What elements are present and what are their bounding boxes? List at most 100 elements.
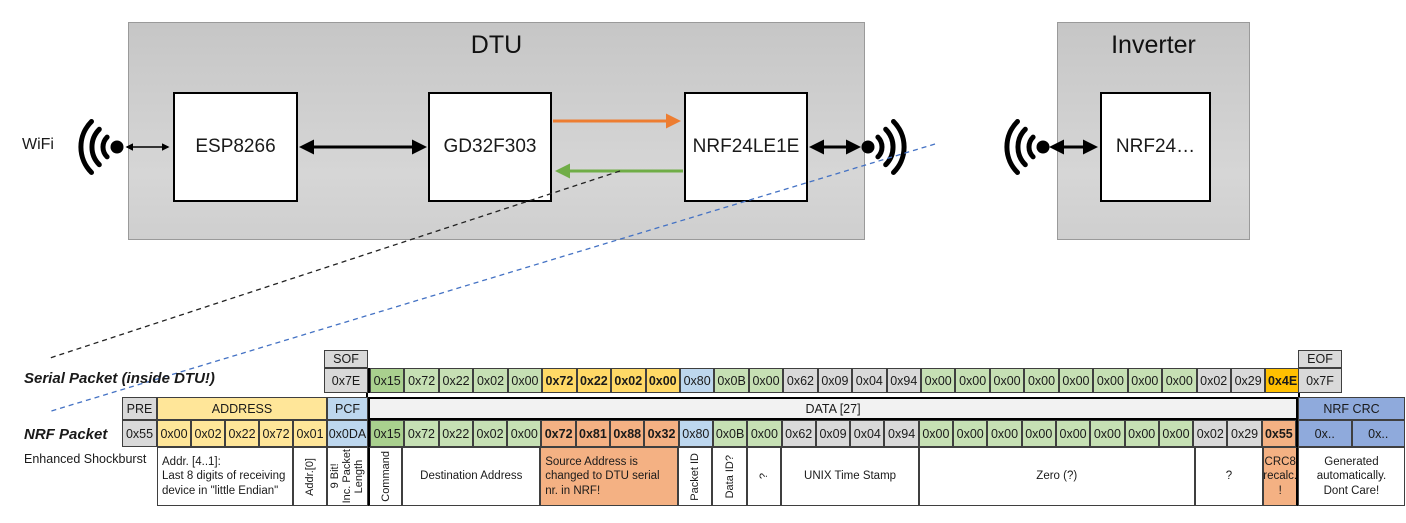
annotation-packet-id: Packet ID	[677, 447, 713, 506]
chip-esp8266: ESP8266	[173, 92, 298, 202]
eof-header: EOF	[1298, 350, 1342, 368]
nrf-header-row: PRE ADDRESS PCF DATA [27] NRF CRC	[122, 397, 1405, 420]
annotation-question-small: ?	[746, 447, 782, 506]
annotation-address-main: Addr. [4..1]: Last 8 digits of receiving…	[157, 447, 293, 506]
wifi-icon	[78, 119, 124, 175]
serial-byte-cell: 0x00	[1024, 368, 1059, 393]
serial-byte-cell: 0x00	[1093, 368, 1128, 393]
serial-byte-cell: 0x22	[438, 368, 474, 393]
serial-packet-label: Serial Packet (inside DTU!)	[24, 370, 215, 387]
nrf-crc-cell: 0x..	[1298, 420, 1352, 447]
nrf-byte-cell: 0x00	[953, 420, 988, 447]
annotation-pcf: 9 Bit! Inc. Packet Length	[327, 447, 368, 506]
annotation-source-address: Source Address is changed to DTU serial …	[540, 447, 678, 506]
nrf-byte-cell: 0x04	[850, 420, 885, 447]
annotation-crc-generated: Generated automatically. Dont Care!	[1297, 447, 1405, 506]
annotation-question-wide: ?	[1194, 447, 1264, 506]
pre-header: PRE	[122, 397, 157, 420]
nrf-byte-cell: 0x29	[1227, 420, 1262, 447]
pcf-header: PCF	[327, 397, 368, 420]
annotation-command: Command	[368, 447, 403, 506]
serial-byte-cell: 0x15	[370, 368, 405, 393]
serial-byte-cell: 0x00	[955, 368, 990, 393]
data-header: DATA [27]	[368, 397, 1298, 420]
nrf-byte-cell: 0x80	[678, 420, 713, 447]
nrf-crc-cell: 0x..	[1351, 420, 1405, 447]
nrf-annotation-row: Addr. [4..1]: Last 8 digits of receiving…	[157, 447, 1405, 506]
antenna-icon-inverter	[1004, 119, 1050, 175]
nrf-byte-cell: 0x09	[815, 420, 851, 447]
serial-byte-cell: 0x00	[1127, 368, 1163, 393]
serial-byte-cell: 0x80	[679, 368, 715, 393]
serial-byte-cell: 0x4E	[1265, 368, 1300, 393]
nrf-crc-header: NRF CRC	[1298, 397, 1405, 420]
nrf-address-cell: 0x22	[225, 420, 259, 447]
nrf-address-cell: 0x02	[191, 420, 225, 447]
nrf-byte-cell: 0x0B	[712, 420, 748, 447]
sof-header: SOF	[324, 350, 368, 368]
serial-byte-cell: 0x22	[576, 368, 612, 393]
serial-byte-cell: 0x09	[817, 368, 853, 393]
serial-byte-cell: 0x00	[1162, 368, 1197, 393]
nrf-address-cell: 0x01	[293, 420, 327, 447]
annotation-data-id: Data ID?	[712, 447, 747, 506]
serial-byte-cell: 0x29	[1230, 368, 1266, 393]
annotation-destination-address: Destination Address	[402, 447, 541, 506]
nrf-packet-label: NRF Packet	[24, 426, 108, 443]
nrf-byte-cell: 0x00	[1021, 420, 1056, 447]
nrf-byte-cell: 0x02	[472, 420, 508, 447]
serial-byte-cell: 0x00	[921, 368, 956, 393]
pcf-value: 0x0DA	[327, 420, 368, 447]
serial-byte-cell: 0x02	[1196, 368, 1231, 393]
nrf-address-cell: 0x00	[157, 420, 191, 447]
serial-byte-cell: 0x02	[611, 368, 646, 393]
serial-byte-cell: 0x0B	[714, 368, 749, 393]
nrf-byte-cell: 0x00	[507, 420, 542, 447]
nrf-byte-cell: 0x32	[644, 420, 679, 447]
serial-byte-cell: 0x04	[852, 368, 887, 393]
serial-byte-cell: 0x94	[886, 368, 921, 393]
nrf-byte-cell: 0x00	[1124, 420, 1159, 447]
serial-byte-cell: 0x72	[542, 368, 577, 393]
dtu-title: DTU	[470, 31, 523, 59]
nrf-address-cell: 0x72	[259, 420, 293, 447]
chip-nrf24-inverter: NRF24…	[1100, 92, 1211, 202]
serial-byte-cell: 0x62	[783, 368, 818, 393]
nrf-byte-cell: 0x81	[575, 420, 611, 447]
pre-value: 0x55	[122, 420, 157, 447]
serial-byte-cell: 0x00	[748, 368, 784, 393]
chip-nrf24le1e: NRF24LE1E	[684, 92, 808, 202]
nrf-crc-cells: 0x..0x..	[1298, 420, 1405, 447]
serial-byte-cell: 0x00	[645, 368, 680, 393]
annotation-zero: Zero (?)	[918, 447, 1195, 506]
nrf-byte-cell: 0x88	[610, 420, 645, 447]
nrf-byte-cell: 0x00	[1055, 420, 1091, 447]
annotation-addr0: Addr.[0]	[293, 447, 327, 506]
nrf-byte-cell: 0x94	[884, 420, 919, 447]
nrf-byte-cell: 0x55	[1261, 420, 1297, 447]
serial-sof-column: SOF 0x7E	[324, 350, 368, 393]
nrf-byte-cell: 0x72	[404, 420, 439, 447]
serial-byte-cell: 0x00	[989, 368, 1025, 393]
nrf-byte-cell: 0x00	[918, 420, 954, 447]
nrf-byte-cell: 0x62	[781, 420, 816, 447]
nrf-byte-cell: 0x00	[747, 420, 782, 447]
annotation-unix-timestamp: UNIX Time Stamp	[781, 447, 919, 506]
annotation-crc8: CRC8 recalc. !	[1263, 447, 1298, 506]
address-header: ADDRESS	[157, 397, 327, 420]
nrf-byte-cell: 0x00	[1090, 420, 1125, 447]
nrf-byte-cell: 0x00	[1158, 420, 1194, 447]
sof-value: 0x7E	[324, 368, 368, 393]
inverter-title: Inverter	[1111, 31, 1196, 59]
enhanced-shockburst-label: Enhanced Shockburst	[24, 452, 147, 466]
serial-byte-cell: 0x00	[507, 368, 543, 393]
nrf-byte-cell: 0x15	[370, 420, 405, 447]
antenna-icon-dtu	[861, 119, 907, 175]
wifi-label: WiFi	[22, 136, 54, 153]
nrf-byte-cell: 0x22	[438, 420, 473, 447]
